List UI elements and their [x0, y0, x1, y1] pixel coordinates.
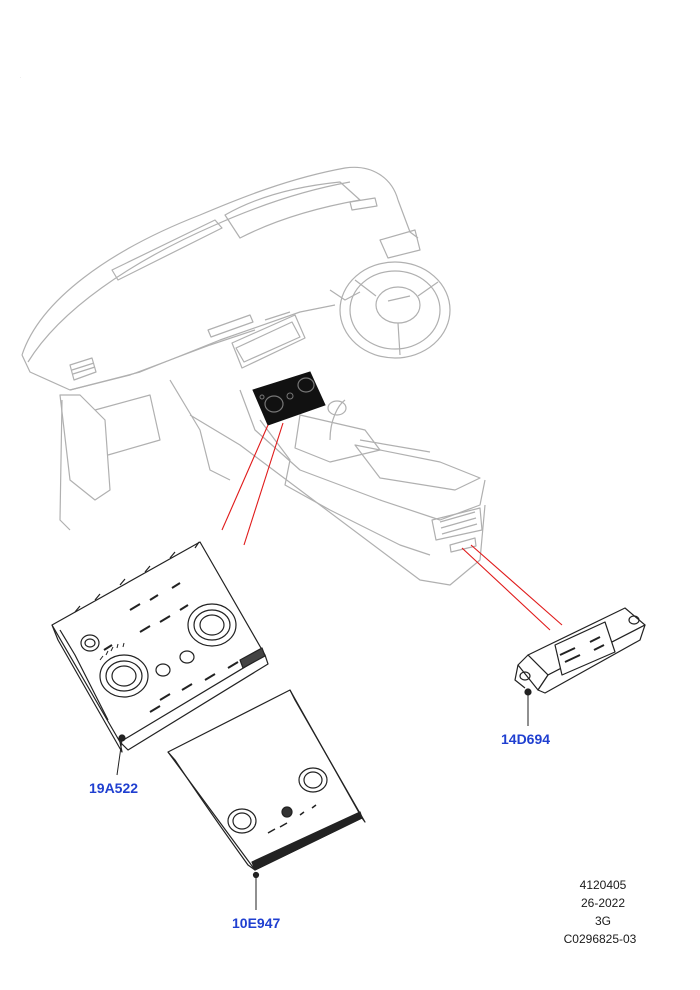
bezel-panel — [167, 689, 366, 879]
rear-seat-switch — [514, 607, 646, 696]
dashboard-illustration — [21, 166, 486, 586]
drawing-date-code: 26-2022 — [580, 896, 626, 910]
drawing-revision: 3G — [594, 914, 611, 928]
callout-14d694[interactable]: 14D694 — [501, 731, 551, 747]
callout-10e947[interactable]: 10E947 — [232, 915, 281, 931]
leader-lines — [221, 422, 563, 631]
dash-climate-panel — [252, 371, 326, 426]
climate-control-module — [51, 541, 269, 753]
callout-19a522[interactable]: 19A522 — [89, 780, 139, 796]
drawing-catalog-code: C0296825-03 — [563, 932, 637, 946]
svg-text:.: . — [20, 74, 21, 79]
drawing-number: 4120405 — [579, 878, 627, 892]
callout-pointers — [116, 692, 529, 910]
